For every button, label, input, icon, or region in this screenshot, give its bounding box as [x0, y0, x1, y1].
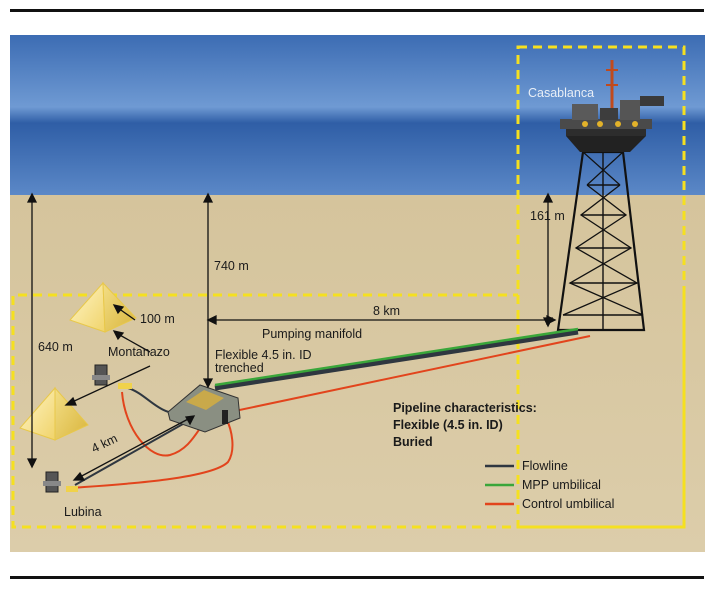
legend-label-control-umbilical: Control umbilical [522, 497, 614, 511]
bottom-rule [10, 576, 704, 579]
distance-100m-label: 100 m [140, 312, 175, 326]
top-rule [10, 9, 704, 12]
well-connections [69, 387, 234, 489]
platform-topsides [560, 60, 664, 152]
platform-depth-label: 161 m [530, 209, 565, 223]
dimension-lines [26, 192, 557, 481]
pipeline-characteristics-burial: Buried [393, 435, 433, 449]
field-callout-box [11, 293, 686, 529]
legend-label-mpp-umbilical: MPP umbilical [522, 478, 601, 492]
platform-label: Casablanca [528, 86, 594, 100]
pipeline-characteristics-title: Pipeline characteristics: [393, 401, 537, 415]
lubina-template [19, 386, 89, 441]
trenched-label: trenched [215, 361, 264, 375]
montanazo-well [92, 364, 132, 389]
montanazo-label: Montanazo [108, 345, 170, 359]
legend: Flowline MPP umbilical Control umbilical [485, 459, 614, 511]
flexible-line-label: Flexible 4.5 in. ID [215, 348, 312, 362]
legend-label-flowline: Flowline [522, 459, 568, 473]
lubina-depth-label: 640 m [38, 340, 73, 354]
pipeline-bundle [214, 327, 591, 413]
seabed [10, 195, 705, 552]
distance-8km-label: 8 km [373, 304, 400, 318]
pumping-manifold-label: Pumping manifold [262, 327, 362, 341]
manifold-depth-label: 740 m [214, 259, 249, 273]
pipeline-characteristics-type: Flexible (4.5 in. ID) [393, 418, 503, 432]
lubina-label: Lubina [64, 505, 102, 519]
lubina-well [43, 471, 78, 493]
